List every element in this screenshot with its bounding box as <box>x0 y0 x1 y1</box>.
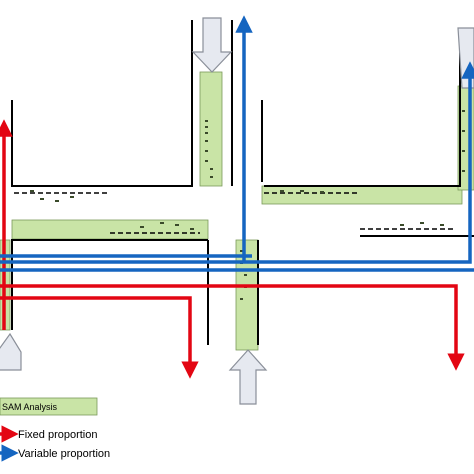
input-arrow-north-icon <box>191 17 233 73</box>
lane-markings <box>14 192 455 234</box>
variable-proportion-flows <box>0 15 474 272</box>
legend-sam-swatch <box>0 397 98 416</box>
road-edges <box>11 20 474 345</box>
road-edge-west-upper <box>11 20 193 187</box>
fixed-proportion-flows <box>0 119 465 379</box>
sam-zone-east-approach <box>261 185 463 205</box>
sam-zone-north-approach <box>199 71 223 187</box>
sam-zone-west-approach <box>11 219 209 240</box>
input-arrow-center-bottom-icon <box>228 349 268 405</box>
legend-sam-label: SAM Analysis <box>2 402 58 412</box>
legend: SAM Analysis Fixed proportion Variable p… <box>0 397 110 462</box>
road-edge-west-lower <box>11 239 208 330</box>
road-edge-east-middle <box>264 30 461 187</box>
sam-zones <box>0 71 474 351</box>
legend-fixed-label: Fixed proportion <box>18 429 98 441</box>
variable-flow-horizontal-right-up <box>0 61 474 264</box>
fixed-flow-horizontal-right <box>0 284 465 371</box>
input-arrow-west-bottom-icon <box>0 332 22 371</box>
legend-variable-label: Variable proportion <box>18 448 110 460</box>
fixed-flow-horizontal-down <box>0 296 199 379</box>
vehicle-clusters <box>30 110 465 300</box>
